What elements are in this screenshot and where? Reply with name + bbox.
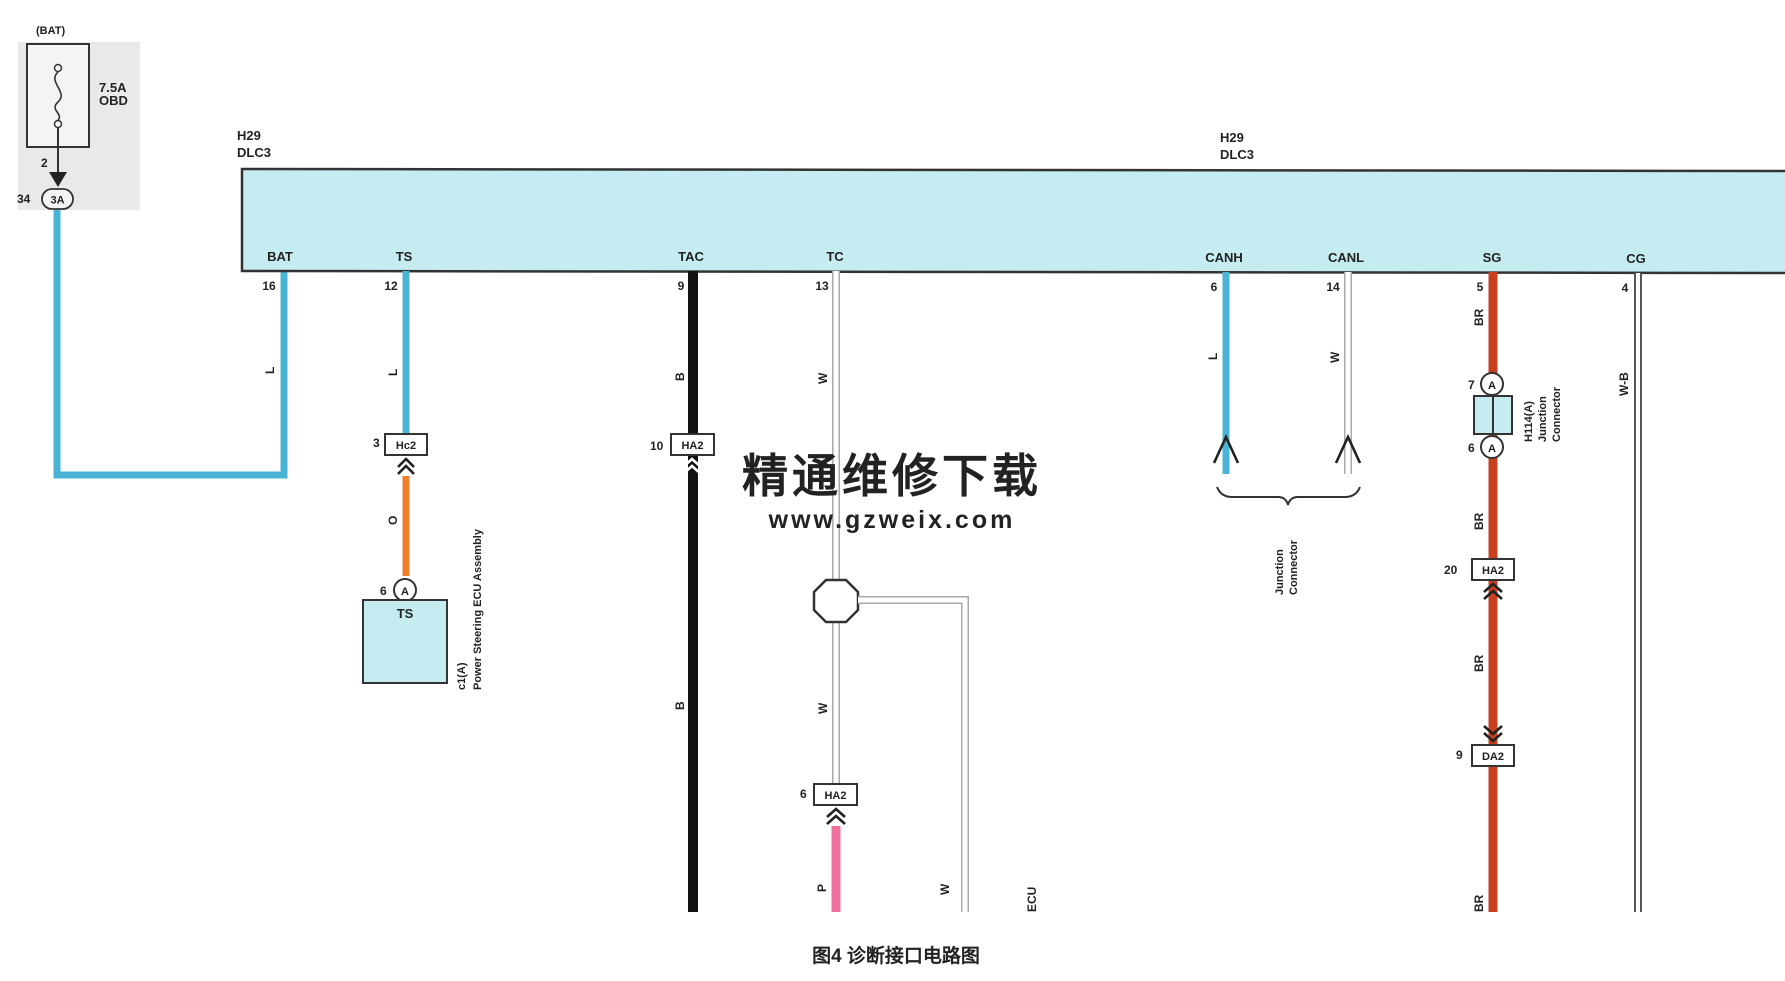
tac-chevron-icon xyxy=(682,457,702,475)
wire-color-canh: L xyxy=(1206,353,1220,360)
ts-ecu-box xyxy=(362,599,448,684)
tc-ecu-label: ECU xyxy=(1025,887,1039,912)
sg-jc-pin-bottom: 6 xyxy=(1468,441,1475,455)
wire-color-cg: W-B xyxy=(1617,372,1631,396)
wire-tc-side xyxy=(858,597,968,912)
terminal-pin-sg: 5 xyxy=(1477,280,1484,294)
canh-arrow-icon xyxy=(1212,433,1240,464)
tc-chevron-icon xyxy=(826,807,846,825)
sg-da2-box xyxy=(1471,744,1515,767)
dlc-name-right: DLC3 xyxy=(1220,147,1254,162)
sg-jc-conn-bottom-circle xyxy=(1480,435,1504,459)
tc-splice-icon xyxy=(812,578,860,624)
watermark-url: www.gzweix.com xyxy=(768,506,1016,534)
terminal-pin-tac: 9 xyxy=(678,279,685,293)
wire-color-tac: B xyxy=(673,372,687,381)
tc-connector-pin: 6 xyxy=(800,787,807,801)
sg-jc-id: H114(A) xyxy=(1523,401,1535,442)
tac-connector-pin: 10 xyxy=(650,439,664,453)
sg-ha2-box xyxy=(1471,558,1515,581)
wire-bat-l xyxy=(53,210,288,479)
junction-pin: 34 xyxy=(17,192,31,206)
terminal-name-canl: CANL xyxy=(1328,250,1364,265)
can-junction-brace xyxy=(1216,486,1361,506)
sg-jc-conn-bottom: A xyxy=(1488,443,1496,455)
terminal-name-ts: TS xyxy=(396,249,413,264)
canl-arrow-icon xyxy=(1334,433,1362,464)
fuse-icon xyxy=(53,63,63,129)
ts-ecu-name: Power Steering ECU Assembly xyxy=(472,528,484,690)
battery-label: (BAT) xyxy=(36,25,65,37)
terminal-name-cg: CG xyxy=(1626,251,1646,266)
sg-ha2-id: HA2 xyxy=(1482,565,1504,577)
wire-tc-side-outline xyxy=(858,596,969,912)
ts-connector-id: Hc2 xyxy=(396,440,416,452)
junction-oval xyxy=(41,188,74,210)
terminal-pin-canl: 14 xyxy=(1326,280,1340,294)
wire-color-ts: L xyxy=(386,369,400,376)
ts-connector-box xyxy=(384,433,428,456)
wire-color-tc: W xyxy=(816,372,830,384)
sg-da2-chevron-icon xyxy=(1483,725,1503,743)
wire-color-tc-p: P xyxy=(815,884,829,892)
sg-da2-id: DA2 xyxy=(1482,751,1504,763)
arrow-down-icon xyxy=(49,172,67,187)
ts-chevron-icon xyxy=(397,457,415,475)
sg-jc-pin-top: 7 xyxy=(1468,378,1475,392)
dlc-id-right: H29 xyxy=(1220,130,1244,145)
terminal-name-sg: SG xyxy=(1483,250,1502,265)
terminal-name-tac: TAC xyxy=(678,249,704,264)
wire-color-bat: L xyxy=(263,367,277,374)
wire-color-sg-2: BR xyxy=(1472,512,1486,530)
terminal-name-canh: CANH xyxy=(1205,250,1243,265)
ts-ecu-pin: 6 xyxy=(380,584,387,598)
sg-da2-pin: 9 xyxy=(1456,748,1463,762)
ts-connector-pin: 3 xyxy=(373,436,380,450)
wire-color-tac-lower: B xyxy=(673,701,687,710)
wire-color-canl: W xyxy=(1328,351,1342,363)
tac-connector-id: HA2 xyxy=(681,440,703,452)
ts-ecu-conn: A xyxy=(401,586,409,598)
dlc-name-left: DLC3 xyxy=(237,145,271,160)
terminal-pin-bat: 16 xyxy=(262,279,276,293)
figure-caption: 图4 诊断接口电路图 xyxy=(812,944,980,967)
tc-connector-id: HA2 xyxy=(824,790,846,802)
sg-jc-name-1: Junction xyxy=(1537,396,1549,442)
wire-color-tc-side: W xyxy=(938,883,952,895)
fuse-rating: 7.5A xyxy=(99,80,127,95)
tac-connector-box xyxy=(670,433,715,456)
terminal-pin-canh: 6 xyxy=(1211,280,1218,294)
terminal-pin-tc: 13 xyxy=(815,279,829,293)
tc-connector-box xyxy=(813,783,858,806)
junction-id: 3A xyxy=(50,195,64,207)
can-junction-label-1: Junction xyxy=(1274,549,1286,595)
terminal-pin-ts: 12 xyxy=(384,279,398,293)
sg-ha2-chevron-icon xyxy=(1483,582,1503,600)
dlc-connector-body xyxy=(240,167,1785,275)
can-junction-label-2: Connector xyxy=(1288,539,1300,595)
terminal-name-bat: BAT xyxy=(267,249,293,264)
sg-jc-name-2: Connector xyxy=(1551,386,1563,442)
wire-color-sg: BR xyxy=(1472,308,1486,326)
wire-color-sg-3: BR xyxy=(1472,654,1486,672)
sg-jc-conn-top: A xyxy=(1488,380,1496,392)
dlc-id-left: H29 xyxy=(237,128,261,143)
terminal-name-tc: TC xyxy=(826,249,844,264)
fuse-pin: 2 xyxy=(41,156,48,170)
terminal-pin-cg: 4 xyxy=(1622,281,1629,295)
watermark-title: 精通维修下载 xyxy=(742,450,1042,502)
fuse-name: OBD xyxy=(99,93,128,108)
ts-ecu-id: c1(A) xyxy=(456,662,468,690)
wire-color-sg-4: BR xyxy=(1472,894,1486,912)
ts-ecu-terminal: TS xyxy=(397,606,414,621)
wire-color-tc-lower: W xyxy=(816,702,830,714)
wire-color-ts-o: O xyxy=(386,516,400,525)
sg-ha2-pin: 20 xyxy=(1444,563,1458,577)
